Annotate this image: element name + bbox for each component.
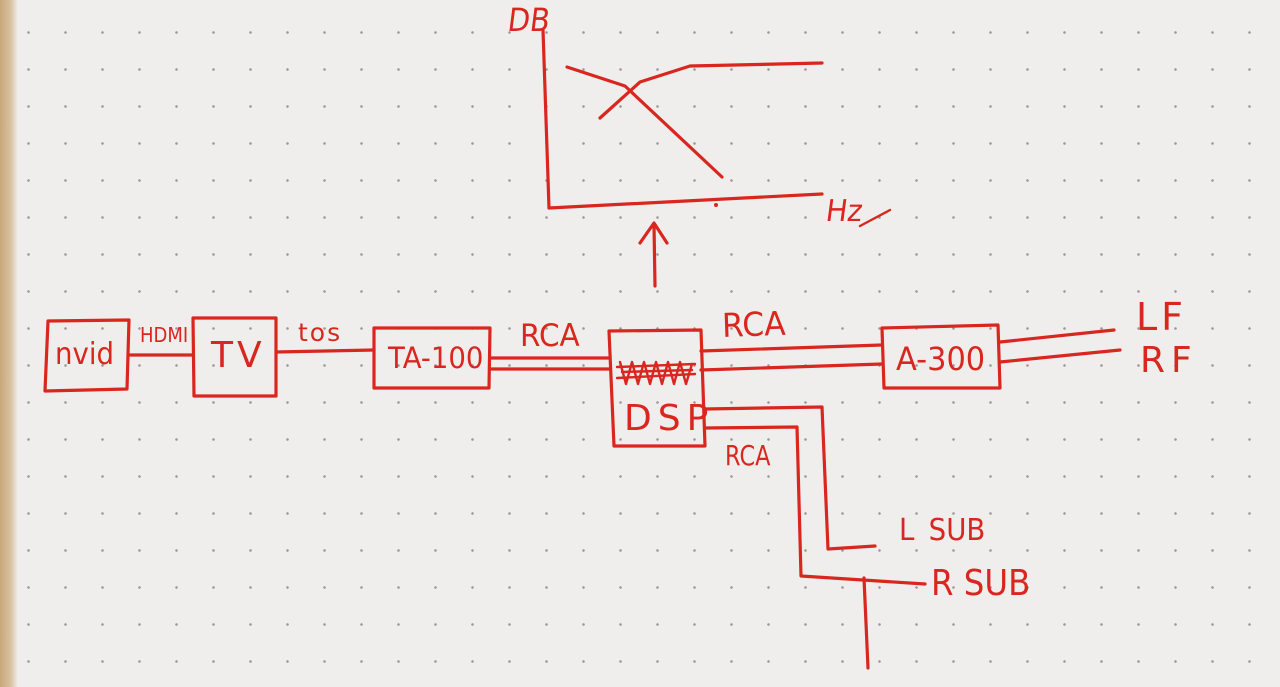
- dsp-label: DSP: [624, 398, 715, 439]
- tv-box: [191, 316, 278, 398]
- tos-label: tos: [298, 318, 343, 347]
- l-sub-cable: [703, 405, 877, 551]
- l-sub-output-label: L SUB: [899, 513, 986, 548]
- r-sub-drop: [862, 576, 870, 670]
- rca-sub-label: RCA: [725, 439, 771, 472]
- rca-out-label: RCA: [721, 303, 787, 345]
- dsp-to-graph-arrow: [638, 221, 669, 288]
- page-edge: [0, 0, 18, 687]
- graph-x-axis: [547, 192, 824, 210]
- ta100-label: TA-100: [388, 341, 484, 375]
- lowpass-curve: [565, 65, 724, 179]
- nvid-label: nvid: [55, 337, 115, 372]
- graph-x-label: Hz: [823, 194, 865, 229]
- a300-label: A-300: [896, 340, 986, 378]
- a300-box: [880, 323, 1002, 390]
- hdmi-label: HDMI: [140, 323, 189, 347]
- lf-output-label: LF: [1136, 295, 1188, 339]
- nvid-box: [43, 318, 131, 393]
- hz-underline: [858, 208, 892, 228]
- r-sub-output-label: R SUB: [931, 563, 1031, 604]
- rf-cable: [998, 348, 1122, 364]
- crossover-graph: [541, 28, 824, 210]
- rca-in-label: RCA: [520, 318, 580, 354]
- ta100-box: [372, 326, 492, 390]
- ink-dot: [714, 203, 718, 207]
- rf-output-label: RF: [1140, 340, 1198, 381]
- graph-y-axis: [541, 28, 551, 210]
- rca-out-cable-top: [699, 343, 884, 353]
- graph-y-label: DB: [505, 1, 553, 39]
- lf-cable: [998, 328, 1116, 344]
- scribbled-out-label: [615, 360, 697, 386]
- tos-cable: [274, 348, 376, 354]
- dsp-box: [607, 328, 707, 448]
- highpass-curve: [598, 61, 824, 120]
- tv-label: TV: [211, 335, 266, 376]
- rca-out-cable-bottom: [699, 362, 884, 372]
